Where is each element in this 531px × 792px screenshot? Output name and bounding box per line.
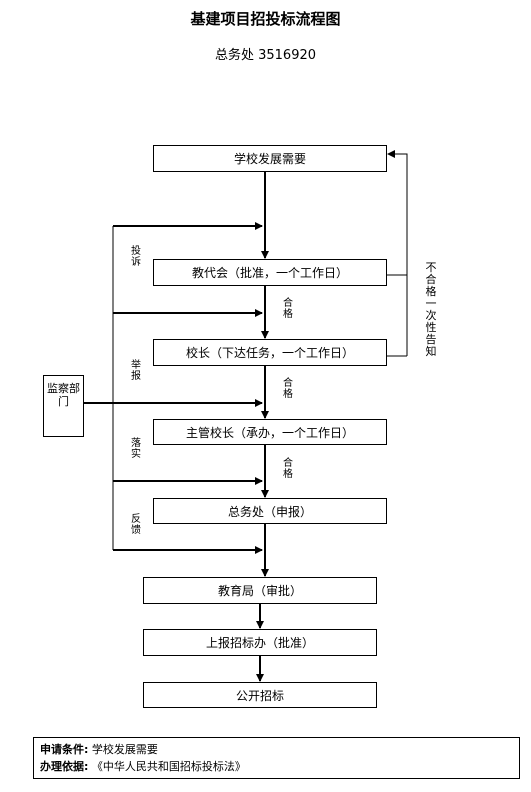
step-general-affairs: 总务处（申报） xyxy=(153,498,387,524)
fail-loop-top xyxy=(387,153,408,276)
page-subtitle: 总务处 3516920 xyxy=(214,48,317,63)
basis-value: 《中华人民共和国招标投标法》 xyxy=(91,760,246,773)
label-pass-2: 合格 xyxy=(283,378,293,400)
footer-info: 申请条件: 学校发展需要 办理依据: 《中华人民共和国招标投标法》 xyxy=(33,737,520,779)
step-public-bidding: 公开招标 xyxy=(143,682,377,708)
step-education-bureau: 教育局（审批） xyxy=(143,577,377,604)
condition-label: 申请条件: xyxy=(40,743,89,756)
label-pass-3: 合格 xyxy=(283,458,293,480)
basis-label: 办理依据: xyxy=(40,760,89,773)
footer-condition-row: 申请条件: 学校发展需要 xyxy=(40,741,513,758)
label-fail-notice: 不合格一次性告知 xyxy=(425,261,437,358)
step-principal: 校长（下达任务，一个工作日） xyxy=(153,339,387,366)
condition-value: 学校发展需要 xyxy=(91,743,158,756)
label-implement: 落实 xyxy=(131,438,141,460)
step-school-needs: 学校发展需要 xyxy=(153,145,387,172)
label-report: 举报 xyxy=(131,360,141,382)
page-title: 基建项目招投标流程图 xyxy=(190,10,341,28)
step-bidding-office: 上报招标办（批准） xyxy=(143,629,377,656)
label-complaint: 投诉 xyxy=(131,246,141,268)
fail-loop-arrowhead xyxy=(387,150,395,158)
label-pass-1: 合格 xyxy=(283,298,293,320)
supervision-dept-box: 监察部门 xyxy=(43,375,84,437)
label-feedback: 反馈 xyxy=(131,514,141,536)
footer-basis-row: 办理依据: 《中华人民共和国招标投标法》 xyxy=(40,758,513,775)
step-vice-principal: 主管校长（承办，一个工作日） xyxy=(153,419,387,445)
step-staff-congress: 教代会（批准，一个工作日） xyxy=(153,259,387,286)
